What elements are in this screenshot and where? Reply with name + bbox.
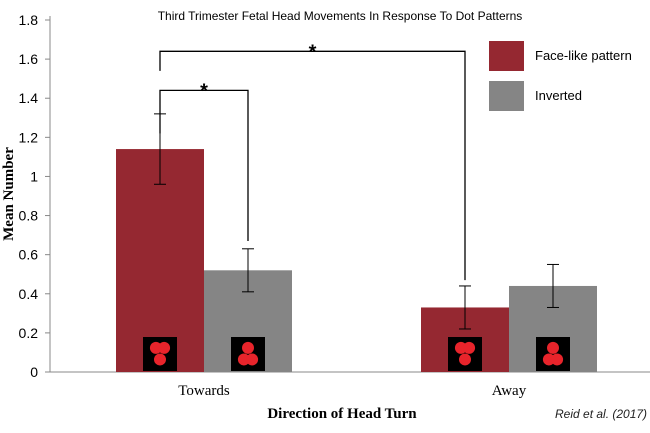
red-dot [246, 353, 259, 366]
y-axis-ticks: 0 0.2 0.4 0.6 0.8 1 1.2 1.4 1.6 1.8 [19, 12, 50, 380]
y-tick-label: 0.2 [19, 325, 39, 341]
y-tick-label: 1 [30, 168, 38, 184]
bars [116, 149, 597, 372]
y-axis-label: Mean Number [1, 147, 17, 241]
inverted-dots-icon [231, 337, 265, 371]
x-axis-label: Direction of Head Turn [267, 406, 417, 422]
y-tick-label: 1.6 [19, 51, 39, 67]
legend-label: Inverted [535, 88, 582, 103]
red-dot [547, 341, 559, 354]
legend-swatch [489, 81, 524, 111]
inverted-dots-icon [536, 337, 570, 371]
y-tick-label: 1.2 [19, 129, 39, 145]
red-dot [463, 341, 476, 354]
y-tick-label: 1.4 [19, 90, 39, 106]
face-like-dots-icon [143, 337, 177, 371]
y-tick-label: 1.8 [19, 12, 39, 28]
y-tick-label: 0.8 [19, 208, 39, 224]
chart-title: Third Trimester Fetal Head Movements In … [158, 9, 523, 23]
significance-star: * [309, 41, 317, 63]
red-dot [154, 353, 166, 366]
face-like-dots-icon [448, 337, 482, 371]
red-dot [242, 341, 254, 354]
citation: Reid et al. (2017) [555, 407, 647, 421]
significance-brackets: ** [159, 41, 466, 281]
significance-bracket [159, 50, 466, 281]
legend-swatch [489, 41, 524, 71]
red-dot [551, 353, 564, 366]
x-category-label: Towards [178, 383, 230, 399]
y-tick-label: 0.6 [19, 247, 39, 263]
x-axis-categories: Towards Away [178, 383, 526, 399]
x-category-label: Away [492, 383, 527, 399]
significance-bracket [159, 89, 249, 241]
y-tick-label: 0 [30, 364, 38, 380]
y-tick-label: 0.4 [19, 286, 39, 302]
red-dot [158, 341, 171, 354]
stimulus-icons [143, 337, 570, 371]
bar [116, 149, 204, 372]
significance-star: * [200, 80, 208, 102]
red-dot [459, 353, 471, 366]
legend-label: Face-like pattern [535, 48, 632, 63]
